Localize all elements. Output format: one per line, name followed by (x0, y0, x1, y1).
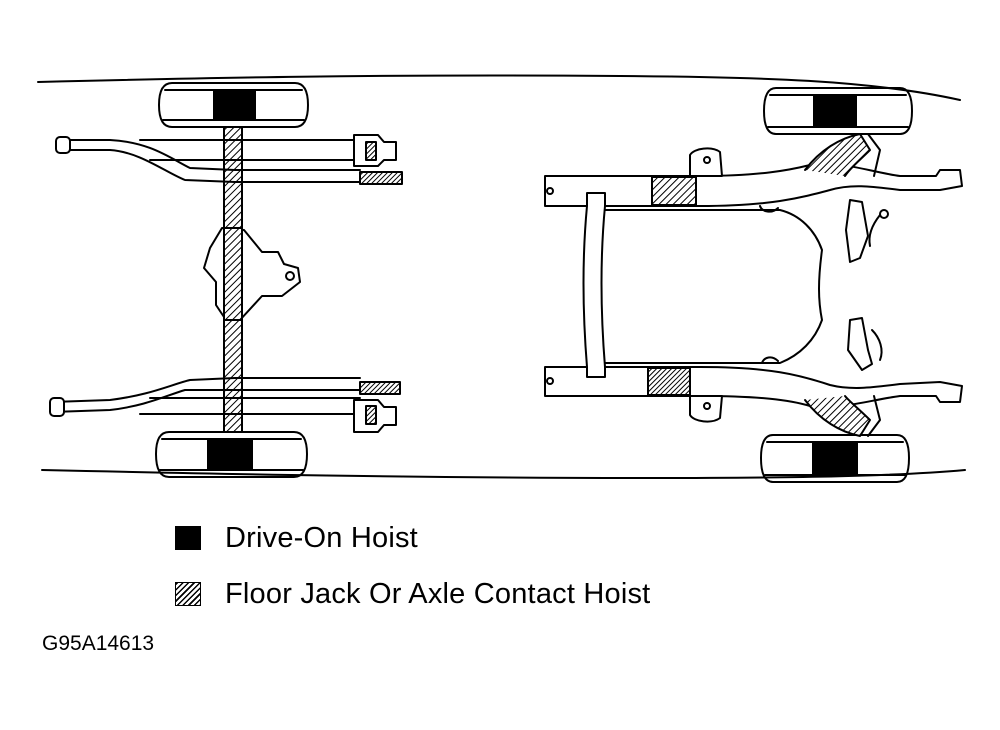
solid-swatch-icon (175, 526, 201, 550)
lower-spring-arm (49, 377, 401, 433)
legend-label: Drive-On Hoist (225, 521, 418, 554)
legend-label: Floor Jack Or Axle Contact Hoist (225, 577, 651, 610)
vehicle-underbody-diagram (37, 74, 966, 483)
rear-left-lift-point (359, 171, 403, 185)
rear-right-wheel (155, 431, 308, 478)
frame-crossmember (582, 192, 606, 378)
rear-right-lift-point (359, 381, 401, 395)
frame-lift-point-upper (651, 176, 697, 206)
upper-spring-arm (55, 134, 403, 185)
rear-axle-assembly (49, 82, 403, 478)
front-suspension-upper (804, 133, 889, 263)
front-left-wheel (763, 87, 913, 135)
body-outline-top (37, 74, 961, 101)
frame-rail-upper (544, 162, 963, 207)
legend-item-drive-on-hoist: Drive-On Hoist (175, 518, 418, 558)
frame-rail-lower (544, 366, 963, 408)
front-suspension-lower (804, 317, 883, 437)
figure-id: G95A14613 (42, 632, 155, 655)
hatched-swatch-icon (175, 582, 201, 606)
front-frame-assembly (544, 87, 963, 483)
legend-item-floor-jack: Floor Jack Or Axle Contact Hoist (175, 574, 650, 614)
frame-lift-point-lower (647, 367, 691, 396)
front-right-wheel (760, 434, 910, 483)
rear-left-wheel (158, 82, 309, 128)
